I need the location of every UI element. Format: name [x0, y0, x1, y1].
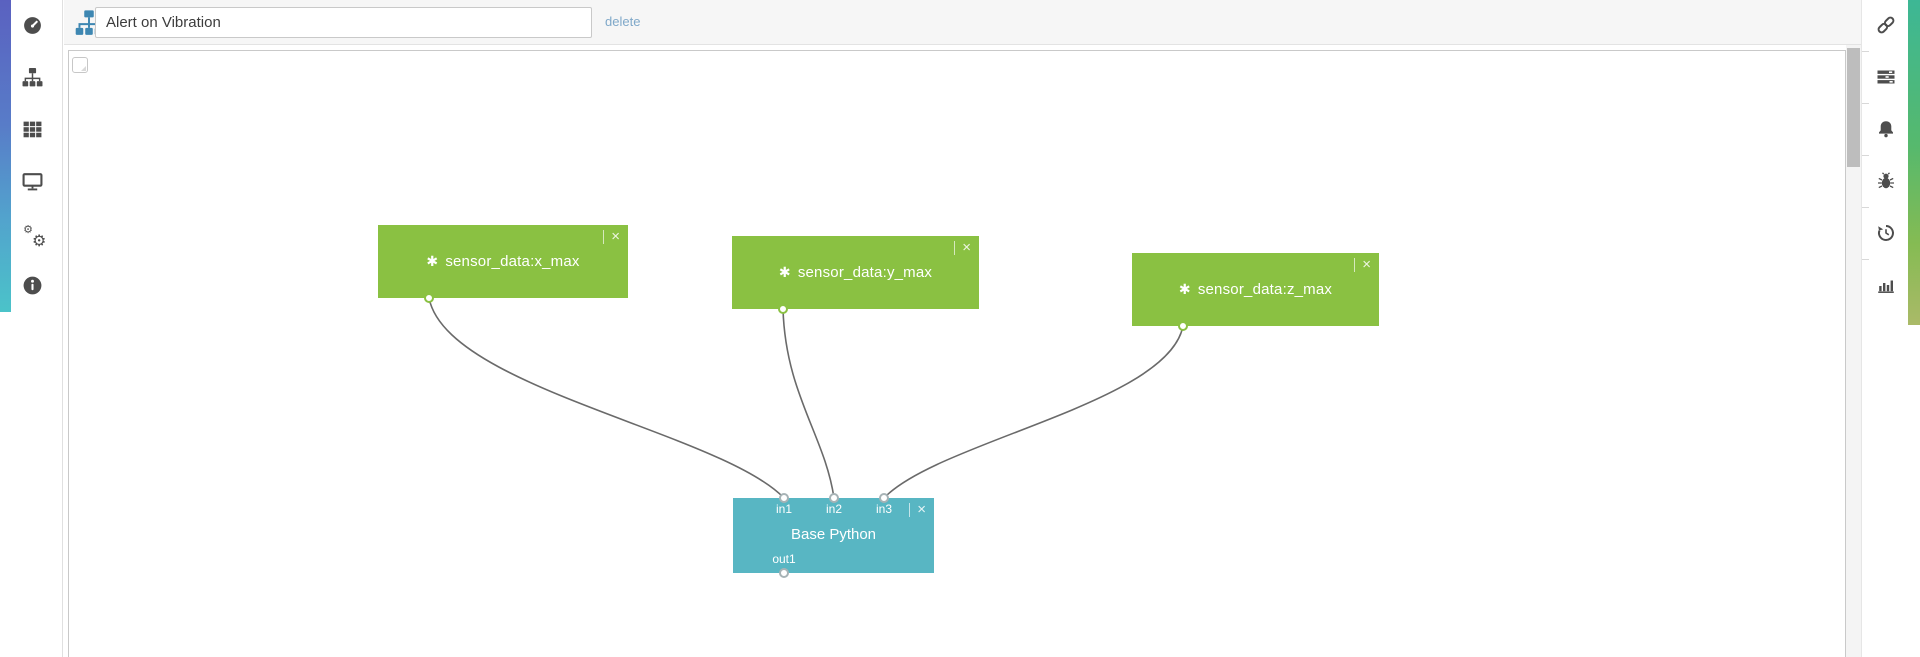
asterisk-icon: ✱ — [1178, 282, 1191, 298]
history-icon — [1876, 223, 1896, 243]
panel-item-notifications[interactable] — [1866, 109, 1906, 149]
table-icon — [22, 119, 43, 140]
in-port[interactable] — [779, 493, 789, 503]
gauge-icon — [22, 15, 43, 36]
panel-item-statistics[interactable] — [1866, 265, 1906, 305]
out-port-label: out1 — [772, 552, 796, 566]
in-port[interactable] — [829, 493, 839, 503]
panel-separator — [1862, 103, 1869, 104]
panel-item-connections[interactable] — [1866, 5, 1906, 45]
left-sidebar: ⚙⚙ — [0, 0, 63, 657]
sitemap-icon — [22, 67, 43, 88]
node-close-button[interactable]: × — [954, 240, 971, 255]
panel-separator — [1862, 51, 1869, 52]
sidebar-item-workflows[interactable] — [12, 57, 52, 97]
in-port-label: in1 — [775, 502, 793, 516]
sidebar-item-devices[interactable] — [12, 161, 52, 201]
wire-n1-to-py — [428, 297, 785, 499]
info-icon — [22, 275, 43, 296]
node-label: Base Python — [790, 526, 877, 543]
vertical-scrollbar[interactable] — [1846, 45, 1861, 657]
right-gradient-strip — [1908, 0, 1920, 325]
workflow-header: delete — [64, 0, 1861, 45]
panel-item-tasks[interactable] — [1866, 57, 1906, 97]
wire-n3-to-py — [883, 325, 1184, 499]
out-port[interactable] — [779, 568, 789, 578]
node-close-button[interactable]: × — [1354, 257, 1371, 272]
node-label: ✱sensor_data:y_max — [778, 264, 933, 281]
tasks-icon — [1876, 67, 1896, 87]
node-close-button[interactable]: × — [603, 229, 620, 244]
node-sensor-data-y-max[interactable]: ✱sensor_data:y_max × — [732, 236, 979, 314]
sidebar-item-data-tables[interactable] — [12, 109, 52, 149]
asterisk-icon: ✱ — [426, 254, 439, 270]
wire-n2-to-py — [782, 308, 835, 499]
in-port-label: in3 — [875, 502, 893, 516]
sidebar-item-info[interactable] — [12, 265, 52, 305]
node-sensor-data-x-max[interactable]: ✱sensor_data:x_max × — [378, 225, 628, 303]
link-icon — [1876, 15, 1896, 35]
panel-separator — [1862, 259, 1869, 260]
sidebar-item-dashboards[interactable] — [12, 5, 52, 45]
bell-icon — [1876, 119, 1896, 139]
panel-item-history[interactable] — [1866, 213, 1906, 253]
left-gradient-strip — [0, 0, 11, 312]
in-port-label: in2 — [825, 502, 843, 516]
canvas-select-checkbox[interactable] — [72, 57, 88, 73]
out-port[interactable] — [424, 293, 434, 303]
node-label: ✱sensor_data:z_max — [1178, 281, 1333, 298]
scrollbar-thumb[interactable] — [1847, 48, 1860, 167]
sidebar-item-settings[interactable]: ⚙⚙ — [23, 223, 47, 250]
node-close-button[interactable]: × — [909, 502, 926, 517]
workflow-name-input[interactable] — [95, 7, 592, 38]
delete-workflow-link[interactable]: delete — [605, 14, 641, 29]
panel-item-debug[interactable] — [1866, 161, 1906, 201]
bug-icon — [1876, 171, 1896, 191]
node-sensor-data-z-max[interactable]: ✱sensor_data:z_max × — [1132, 253, 1379, 331]
workflow-canvas[interactable]: ✱sensor_data:x_max×✱sensor_data:y_max×✱s… — [68, 50, 1846, 657]
monitor-icon — [22, 171, 43, 192]
node-label: ✱sensor_data:x_max — [426, 253, 580, 270]
out-port[interactable] — [778, 304, 788, 314]
node-base-python[interactable]: Base Python × in1 in2 in3 out1 — [733, 493, 934, 578]
in-port[interactable] — [879, 493, 889, 503]
panel-separator — [1862, 155, 1869, 156]
right-sidebar — [1861, 0, 1920, 657]
out-port[interactable] — [1178, 321, 1188, 331]
wire-connections — [428, 297, 1184, 499]
bar-chart-icon — [1876, 275, 1896, 295]
asterisk-icon: ✱ — [778, 265, 791, 281]
panel-separator — [1862, 207, 1869, 208]
